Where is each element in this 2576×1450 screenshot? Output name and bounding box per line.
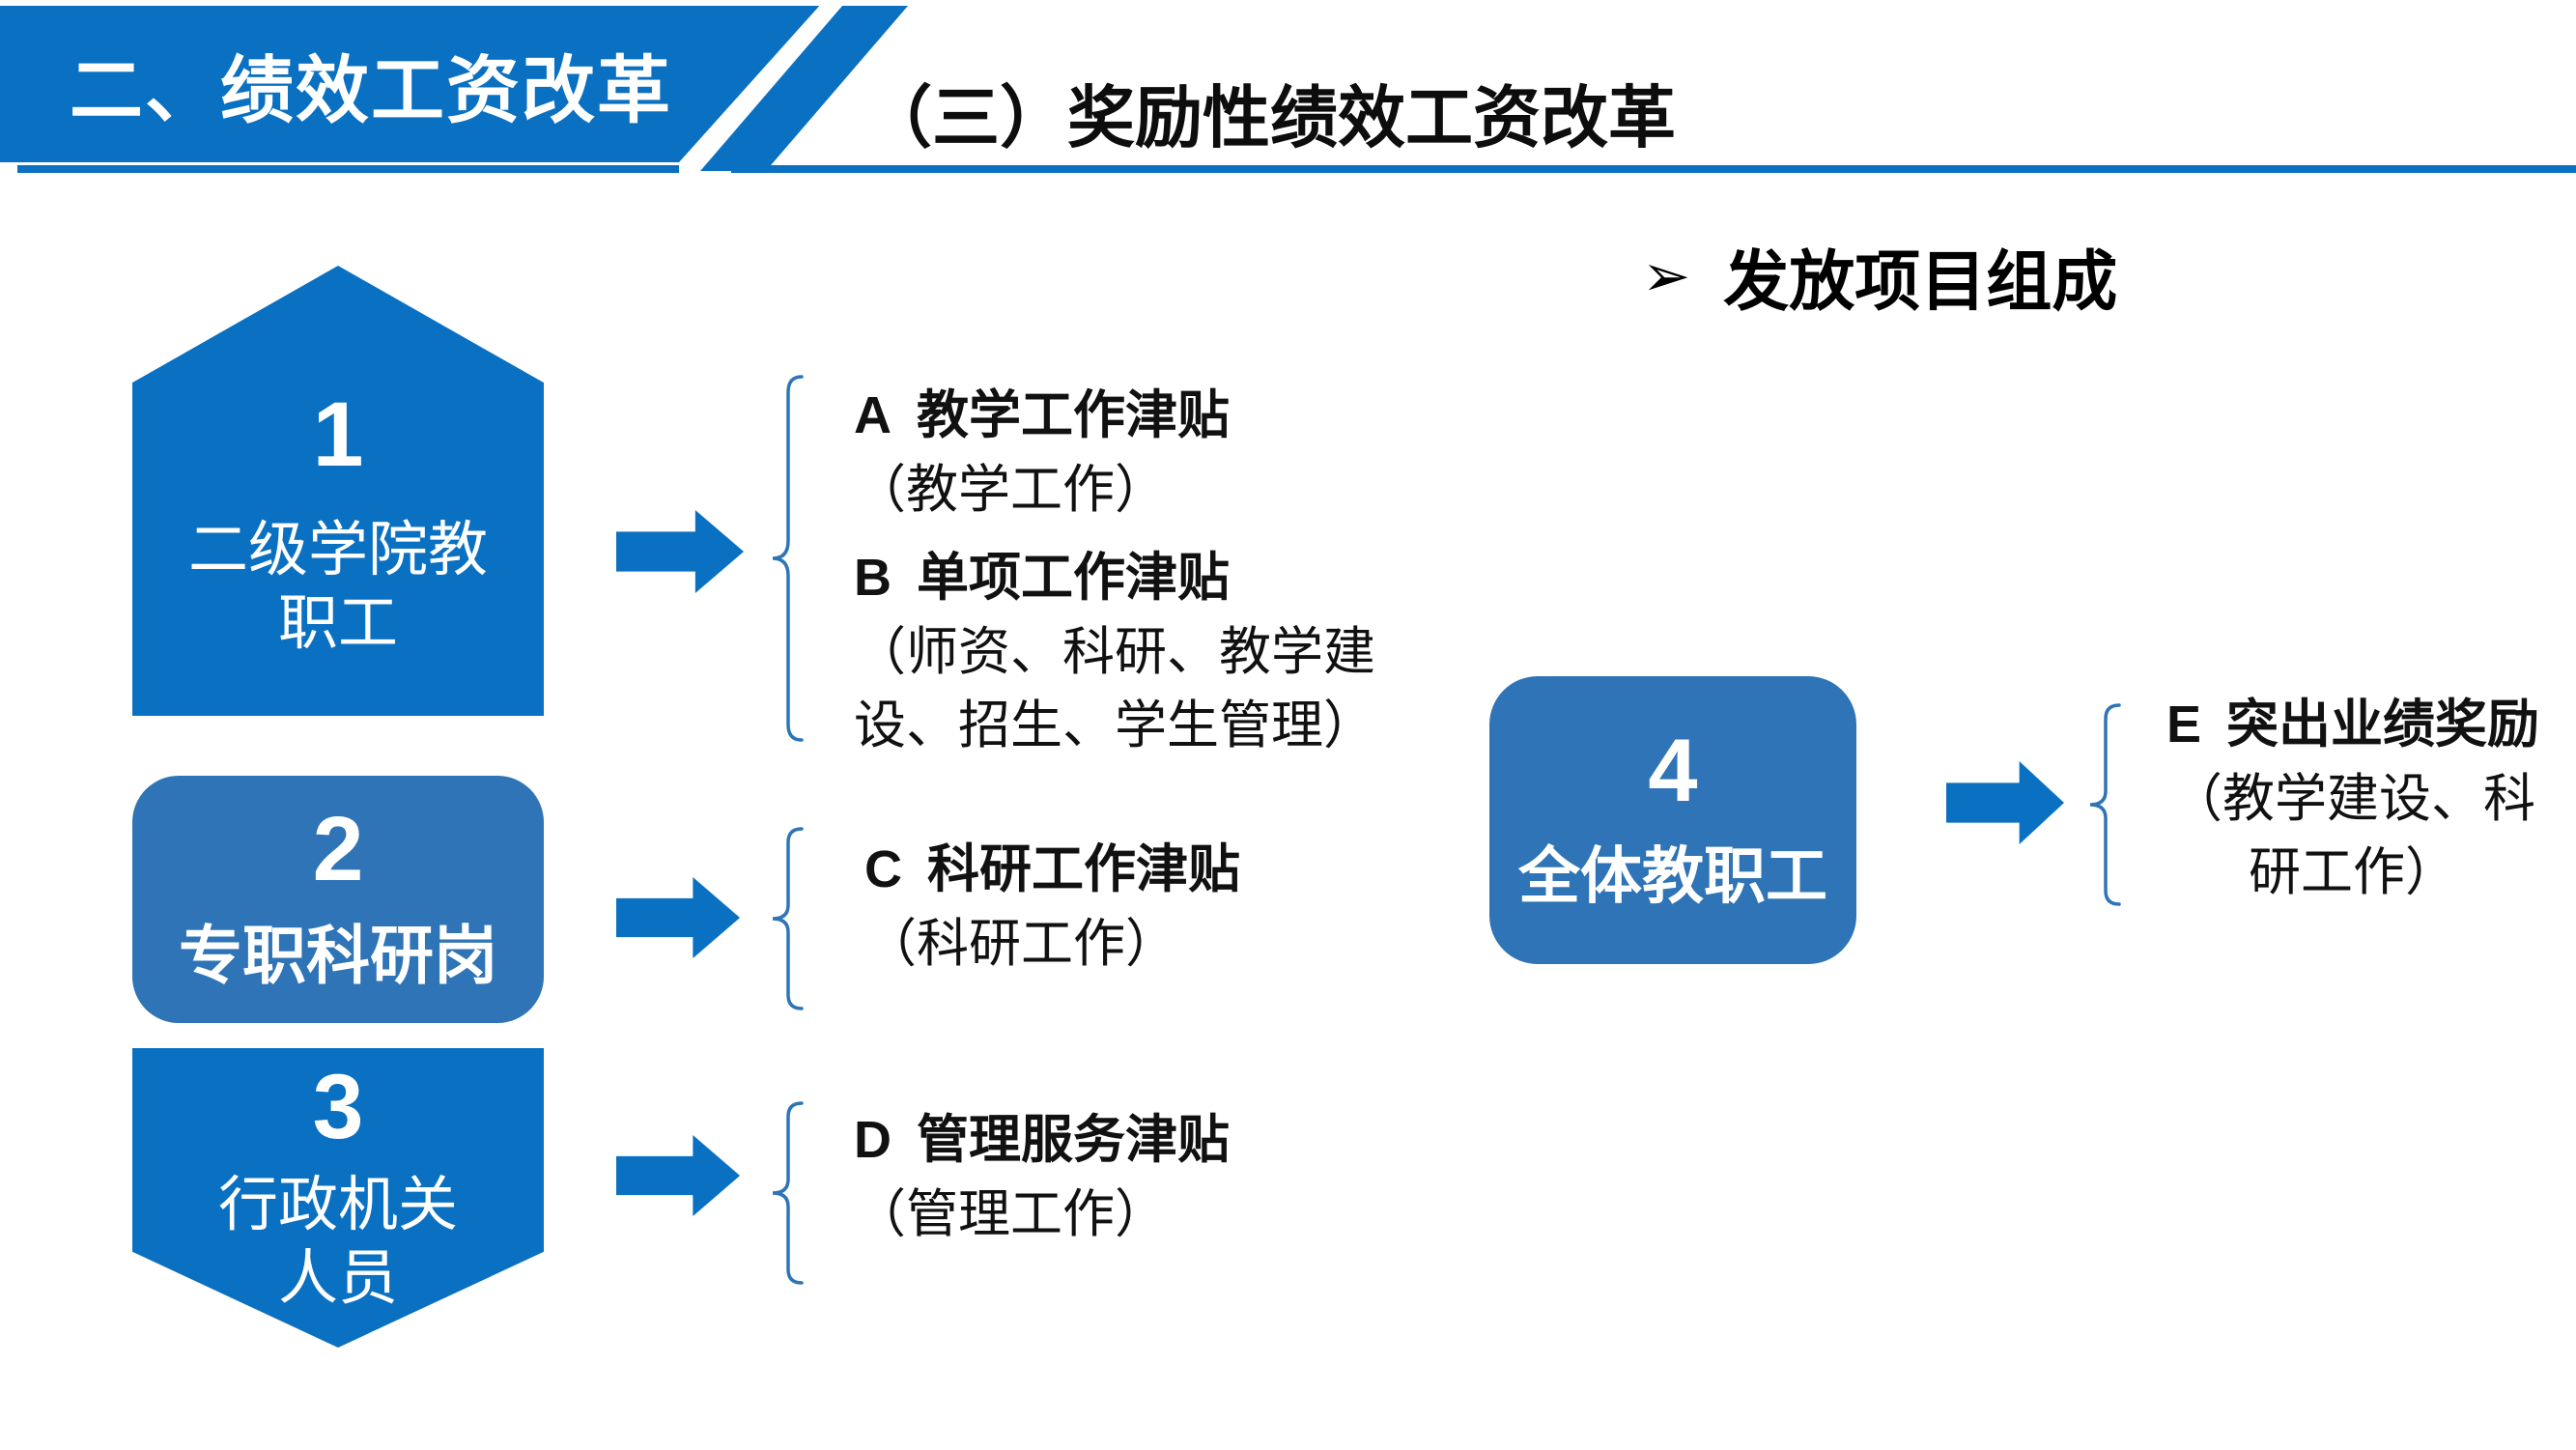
group-number: 1	[312, 383, 364, 486]
bullet-heading-label: 发放项目组成	[1723, 245, 2118, 319]
group-number: 2	[312, 798, 364, 901]
header-banner: 二、绩效工资改革	[0, 6, 820, 162]
right-arrow-icon	[1946, 761, 2064, 844]
group-shape-1: 1 二级学院教 职工	[132, 266, 544, 716]
bullet-heading: ➢ 发放项目组成	[1642, 228, 2117, 324]
allowance-item-d: D 管理服务津贴 （管理工作）	[854, 1103, 1230, 1251]
allowance-heading: B 单项工作津贴	[854, 541, 1375, 615]
right-arrow-icon	[616, 1135, 740, 1216]
allowance-code: B	[854, 549, 892, 607]
allowance-item-e: E 突出业绩奖励 （教学建设、科 研工作）	[2130, 688, 2576, 910]
group-number: 4	[1648, 721, 1698, 820]
group-label-line: 专职科研岗	[179, 920, 497, 992]
allowance-item-a: A 教学工作津贴 （教学工作）	[854, 379, 1230, 526]
allowance-detail: 设、招生、学生管理）	[854, 697, 1375, 755]
header-rule-left	[17, 165, 679, 173]
allowance-detail: （管理工作）	[854, 1184, 1167, 1243]
allowance-code: A	[854, 386, 892, 444]
allowance-title: 单项工作津贴	[917, 549, 1230, 607]
allowance-code: C	[864, 840, 902, 898]
allowance-code: D	[854, 1111, 892, 1169]
group-label-line: 职工	[277, 589, 398, 657]
group-label-line: 二级学院教	[187, 516, 488, 583]
curly-brace-icon	[772, 1101, 804, 1285]
allowance-code: E	[2166, 696, 2202, 753]
banner-title: 二、绩效工资改革	[70, 50, 672, 132]
group-label: 专职科研岗	[179, 917, 497, 995]
group-label: 全体教职工	[1518, 839, 1827, 914]
right-arrow-icon	[616, 877, 740, 958]
curly-brace-icon	[2089, 703, 2121, 906]
allowance-title: 科研工作津贴	[927, 840, 1240, 898]
allowance-heading: C 科研工作津贴	[864, 833, 1240, 907]
allowance-heading: A 教学工作津贴	[854, 379, 1230, 453]
allowance-detail: 研工作）	[2249, 843, 2457, 902]
allowance-detail: （科研工作）	[864, 914, 1177, 973]
allowance-title: 管理服务津贴	[917, 1111, 1230, 1169]
allowance-detail: （教学建设、科	[2170, 769, 2535, 828]
allowance-title: 突出业绩奖励	[2226, 696, 2540, 753]
allowance-heading: E 突出业绩奖励	[2130, 688, 2576, 762]
group-shape-3: 3 行政机关 人员	[132, 1048, 544, 1348]
group-shape-4: 4 全体教职工	[1489, 676, 1856, 964]
allowance-item-b: B 单项工作津贴 （师资、科研、教学建 设、招生、学生管理）	[854, 541, 1375, 763]
curly-brace-icon	[772, 375, 804, 742]
curly-brace-icon	[772, 827, 804, 1010]
allowance-title: 教学工作津贴	[917, 386, 1230, 444]
right-arrow-icon	[616, 510, 744, 593]
arrow-bullet-icon: ➢	[1642, 242, 1691, 308]
allowance-item-c: C 科研工作津贴 （科研工作）	[864, 833, 1240, 981]
allowance-detail: （教学工作）	[854, 460, 1167, 519]
group-number: 3	[312, 1056, 364, 1158]
section-title: （三）奖励性绩效工资改革	[864, 80, 1676, 156]
allowance-heading: D 管理服务津贴	[854, 1103, 1230, 1178]
group-label-line: 人员	[277, 1244, 398, 1312]
group-label: 行政机关 人员	[218, 1169, 458, 1315]
group-label-line: 行政机关	[217, 1172, 458, 1238]
group-label: 二级学院教 职工	[188, 514, 488, 660]
group-shape-2: 2 专职科研岗	[132, 776, 544, 1023]
header-rule-right	[731, 165, 2576, 173]
allowance-detail: （师资、科研、教学建	[854, 622, 1375, 681]
group-label-line: 全体教职工	[1518, 840, 1827, 911]
